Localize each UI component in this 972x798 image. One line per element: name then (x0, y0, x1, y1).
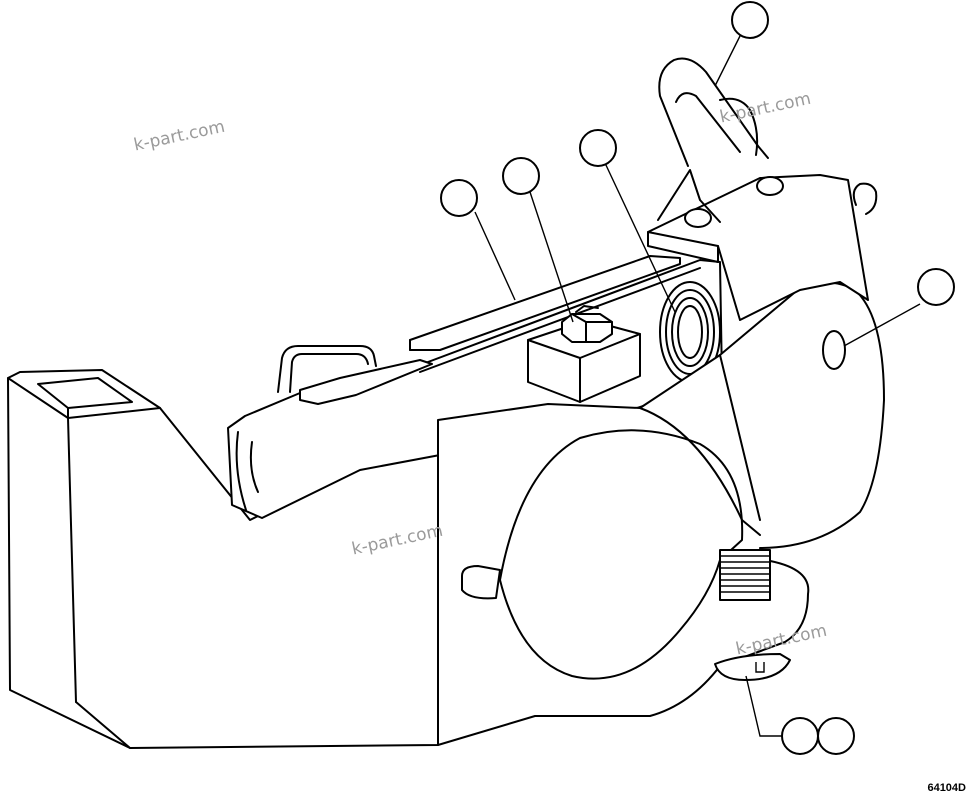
figure-code: 64104D (927, 782, 966, 794)
coil-spring (659, 281, 721, 383)
pivot-ear (822, 330, 846, 370)
bracket-body (7, 369, 439, 749)
hex-nut (561, 305, 613, 343)
callout-balloons (440, 1, 955, 755)
clamp-bracket (437, 281, 885, 746)
callout-balloon-1 (731, 1, 769, 39)
callout-balloon-2 (440, 179, 478, 217)
short-plate (299, 359, 433, 405)
flat-bar (409, 255, 681, 351)
callout-balloon-7 (817, 717, 855, 755)
callout-balloon-5 (917, 268, 955, 306)
rear-u-bar (277, 345, 377, 393)
callout-balloon-4 (579, 129, 617, 167)
callout-balloon-6 (781, 717, 819, 755)
callout-balloon-3 (502, 157, 540, 195)
top-cap-plate (647, 174, 869, 321)
wire-clip (657, 57, 878, 223)
clamp-bolt (714, 549, 791, 681)
